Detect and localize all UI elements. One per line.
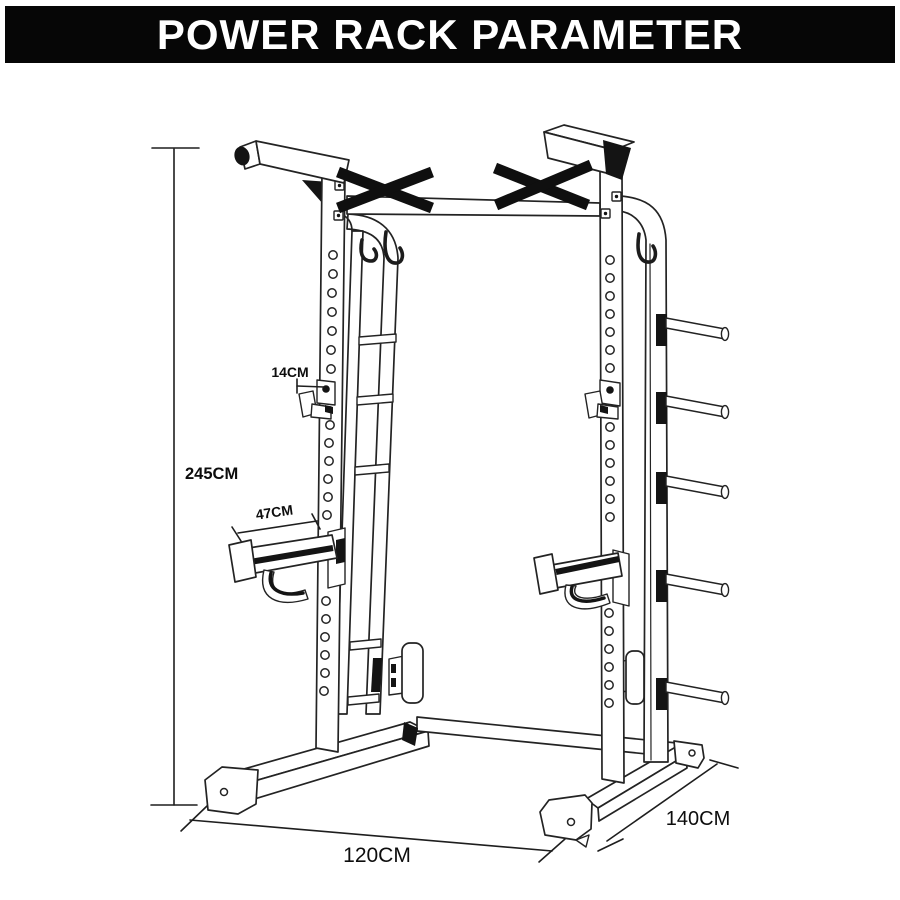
spotter-dimension-line <box>231 513 321 542</box>
gusset-right <box>603 140 631 180</box>
depth-dim-label: 140CM <box>666 808 730 830</box>
width-dim-label: 120CM <box>343 844 411 867</box>
bolt-icon <box>600 191 622 219</box>
ladder-rung <box>358 333 397 346</box>
foot-front-right <box>539 794 593 848</box>
width-dimension-line <box>180 805 566 863</box>
ladder-rung <box>356 393 394 406</box>
spotter-dim-label: 47CM <box>255 502 294 523</box>
header-bar: POWER RACK PARAMETER <box>5 6 895 63</box>
hook-dim-label: 14CM <box>271 364 308 380</box>
bar-end-cap <box>234 146 250 166</box>
spotter-arm-right <box>533 549 630 610</box>
upright-holes-left <box>319 250 338 696</box>
safety-pin <box>606 386 614 394</box>
rear-base-bar <box>416 716 678 758</box>
hanging-hook-icon <box>359 238 379 263</box>
j-hook-right <box>584 379 621 420</box>
ladder-rung <box>347 693 380 706</box>
hanging-hook-icon <box>383 230 405 265</box>
page-title: POWER RACK PARAMETER <box>156 10 744 58</box>
base-frame <box>204 716 705 848</box>
x-mark-left <box>336 166 434 214</box>
plate-peg <box>656 570 730 602</box>
front-right-upright <box>599 163 625 784</box>
plate-peg <box>656 678 730 710</box>
roller-pad-left <box>388 642 424 704</box>
rear-left-ladder <box>335 213 424 746</box>
ladder-rung <box>349 638 382 651</box>
plate-peg <box>656 472 730 504</box>
upright-holes-right <box>604 255 615 708</box>
x-mark-right <box>492 159 594 211</box>
height-dimension-line <box>150 147 200 806</box>
pullup-bar-left <box>234 140 350 184</box>
spotter-arm-left <box>228 527 346 603</box>
hook-dimension-line <box>296 378 325 394</box>
height-dim-label: 245CM <box>185 465 238 483</box>
plate-peg <box>656 392 730 424</box>
rear-junction-fitting <box>402 722 418 746</box>
plate-peg <box>656 314 730 346</box>
j-hook-left <box>298 379 336 420</box>
front-left-upright <box>315 171 346 753</box>
foot-front-left <box>204 766 259 815</box>
hanging-hook-icon <box>636 232 658 264</box>
accessory-hooks <box>359 230 658 265</box>
foot-rear-right <box>673 740 705 769</box>
rear-right-upright <box>614 195 730 763</box>
depth-dimension-line <box>597 759 739 852</box>
pullup-bar-right <box>543 124 635 180</box>
ladder-rung <box>354 463 390 476</box>
dimension-annotations: 245CM 14CM 47CM 120CM <box>150 147 739 867</box>
